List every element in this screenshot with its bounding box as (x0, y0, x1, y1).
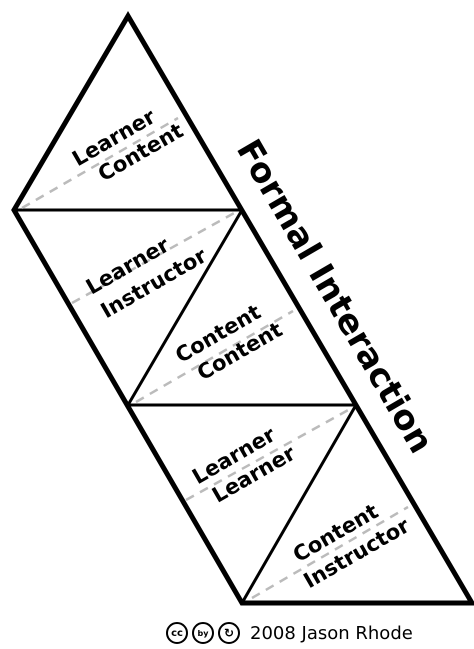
side-label: Formal Interaction (228, 133, 441, 460)
license-footer: cc by ↻ 2008 Jason Rhode (166, 620, 413, 646)
share-alike-icon: ↻ (218, 622, 240, 644)
fold-guide-1 (21, 116, 179, 210)
fold-guide-3 (135, 309, 294, 404)
fold-guide-5 (251, 505, 409, 600)
fold-edge-4 (240, 404, 358, 604)
fold-edge-2 (126, 209, 244, 406)
attribution-icon: by (192, 622, 214, 644)
copyright-text: 2008 Jason Rhode (250, 622, 413, 644)
creative-commons-icon: cc (166, 622, 188, 644)
